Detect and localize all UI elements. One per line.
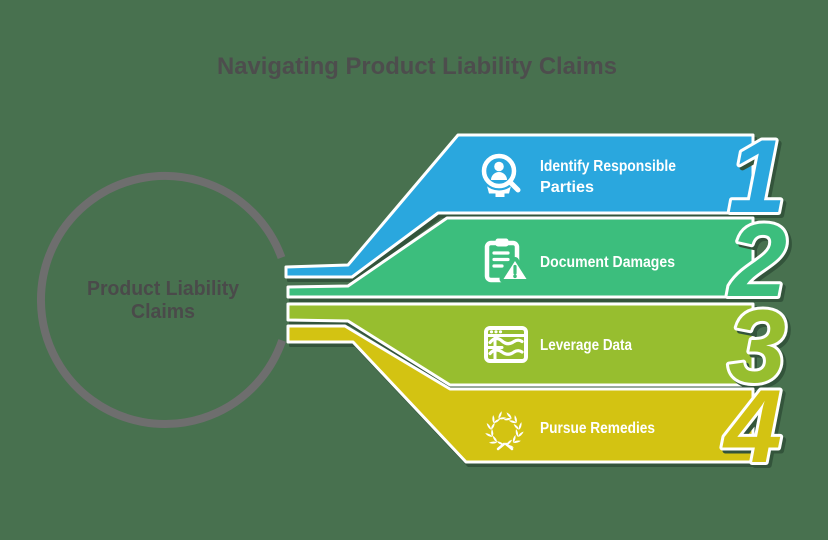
- chart-window-icon: [484, 326, 528, 363]
- step-1-label-line1: Identify Responsible: [540, 158, 676, 175]
- circle-ring: [37, 172, 286, 428]
- step-4-label-line1: Pursue Remedies: [540, 420, 655, 437]
- step-2-banner: [286, 216, 755, 299]
- step-2-number: 2: [727, 203, 787, 319]
- page-title: Navigating Product Liability Claims: [217, 53, 617, 80]
- circle-label-line2: Claims: [131, 301, 195, 323]
- step-4: 4 4: [286, 324, 788, 491]
- step-1-label-line2: Parties: [540, 179, 594, 196]
- step-1-number-shadow: 1: [731, 122, 789, 238]
- step-2-label-line1: Document Damages: [540, 254, 675, 271]
- step-4-number-shadow: 4: [725, 372, 785, 488]
- step-1: 1 1 Identify Responsible Parties: [284, 116, 792, 282]
- step-3-label-line1: Leverage Data: [540, 337, 632, 354]
- step-3-banner: [286, 302, 755, 387]
- step-2: 2 2 Document Damages: [286, 200, 793, 325]
- clipboard-warning-icon: [484, 238, 531, 283]
- step-4-number: 4: [722, 369, 782, 485]
- central-circle: Product Liability Claims: [37, 172, 286, 428]
- step-3-number: 3: [728, 289, 786, 405]
- step-3: 3 3 Leverage Data: [286, 286, 792, 411]
- circle-label-line1: Product Liability: [87, 278, 240, 300]
- step-1-banner: [284, 133, 755, 279]
- laurel-wreath-icon: [484, 410, 525, 451]
- step-3-number-shadow: 3: [731, 292, 789, 408]
- step-4-banner: [286, 324, 755, 464]
- step-2-number-shadow: 2: [730, 206, 790, 322]
- person-search-icon: [479, 151, 521, 197]
